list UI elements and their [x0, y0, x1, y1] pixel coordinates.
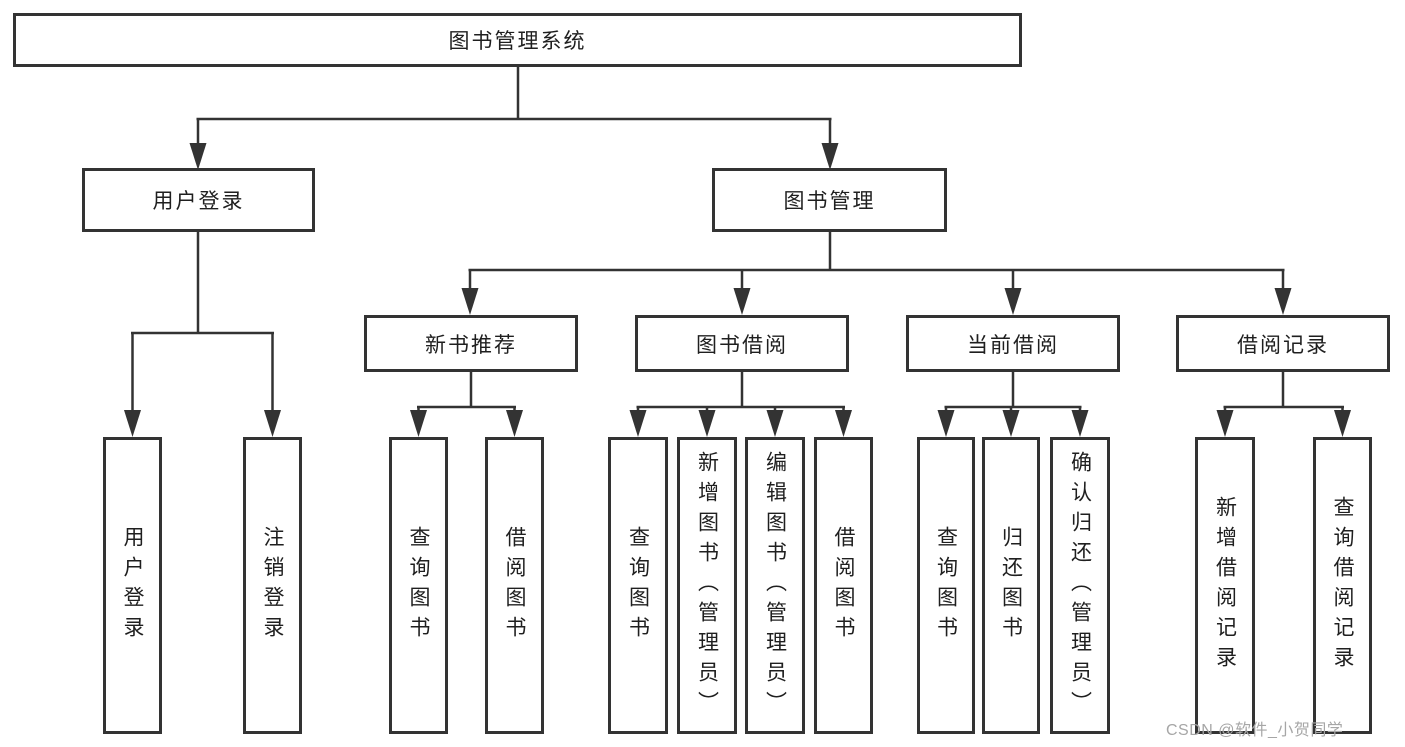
- node-new-book-recommendation: 新书推荐: [364, 315, 578, 372]
- arrowhead: [264, 410, 281, 437]
- leaf-add-borrow-record: 新增借阅记录: [1195, 437, 1255, 734]
- leaf-return-book: 归还图书: [982, 437, 1040, 734]
- node-current-borrowing: 当前借阅: [906, 315, 1120, 372]
- node-label: 编辑图书（管理员）: [763, 450, 787, 721]
- leaf-borrow-books: 借阅图书: [814, 437, 873, 734]
- connector-borrowing-records-to-leaves: [1216, 372, 1351, 437]
- node-label: 查询借阅记录: [1331, 495, 1354, 676]
- arrowhead: [698, 410, 716, 437]
- node-label: 查询图书: [407, 525, 430, 646]
- arrowhead: [124, 410, 141, 437]
- leaf-confirm-return-admin: 确认归还（管理员）: [1050, 437, 1110, 734]
- node-library-management-system: 图书管理系统: [13, 13, 1022, 67]
- node-label: 归还图书: [999, 525, 1023, 646]
- node-label: 查询图书: [626, 525, 650, 646]
- leaf-query-borrow-record: 查询借阅记录: [1313, 437, 1372, 734]
- arrowhead: [506, 410, 523, 437]
- node-book-borrowing: 图书借阅: [635, 315, 849, 372]
- node-label: 新增借阅记录: [1213, 495, 1237, 676]
- arrowhead: [766, 410, 784, 437]
- node-book-management: 图书管理: [712, 168, 947, 232]
- node-label: 借阅图书: [832, 525, 855, 646]
- connector-book-borrowing-to-leaves: [629, 372, 852, 437]
- leaf-query-books-borrow: 查询图书: [608, 437, 668, 734]
- leaf-edit-book-admin: 编辑图书（管理员）: [745, 437, 805, 734]
- leaf-add-book-admin: 新增图书（管理员）: [677, 437, 737, 734]
- node-label: 确认归还（管理员）: [1068, 450, 1092, 721]
- arrowhead: [835, 410, 852, 437]
- node-label: 图书管理: [783, 190, 876, 213]
- node-label: 新书推荐: [425, 333, 517, 357]
- node-label: 用户登录: [152, 190, 245, 213]
- connector-user-login-to-leaves: [124, 232, 281, 437]
- arrowhead: [733, 288, 751, 315]
- arrowhead: [937, 410, 955, 437]
- arrowhead: [461, 288, 479, 315]
- arrowhead: [189, 143, 207, 170]
- arrowhead: [410, 410, 427, 437]
- node-label: 用户登录: [121, 525, 144, 646]
- node-label: 新增图书（管理员）: [695, 450, 719, 721]
- connector-book-management-to-level3: [461, 232, 1292, 315]
- arrowhead: [1002, 410, 1020, 437]
- arrowhead: [1274, 288, 1292, 315]
- leaf-user-login: 用户登录: [103, 437, 162, 734]
- arrowhead: [1004, 288, 1022, 315]
- node-label: 注销登录: [261, 525, 284, 646]
- node-user-login: 用户登录: [82, 168, 315, 232]
- leaf-logout: 注销登录: [243, 437, 302, 734]
- node-label: 借阅图书: [503, 525, 526, 646]
- arrowhead: [1216, 410, 1234, 437]
- connector-root-to-level2: [189, 67, 839, 170]
- arrowhead: [1334, 410, 1351, 437]
- connector-new-book-recommendation-to-leaves: [410, 372, 523, 437]
- csdn-watermark: CSDN @软件_小贺同学: [1166, 722, 1344, 739]
- node-label: 查询图书: [934, 525, 958, 646]
- leaf-query-books-recommend: 查询图书: [389, 437, 448, 734]
- node-label: 图书管理系统: [448, 30, 587, 53]
- leaf-query-books-current: 查询图书: [917, 437, 975, 734]
- node-label: 借阅记录: [1237, 333, 1329, 357]
- node-label: 当前借阅: [967, 333, 1059, 357]
- connector-current-borrowing-to-leaves: [937, 372, 1089, 437]
- leaf-borrow-books-recommend: 借阅图书: [485, 437, 544, 734]
- arrowhead: [821, 143, 839, 170]
- arrowhead: [1071, 410, 1089, 437]
- node-borrowing-records: 借阅记录: [1176, 315, 1390, 372]
- node-label: 图书借阅: [696, 333, 788, 357]
- arrowhead: [629, 410, 647, 437]
